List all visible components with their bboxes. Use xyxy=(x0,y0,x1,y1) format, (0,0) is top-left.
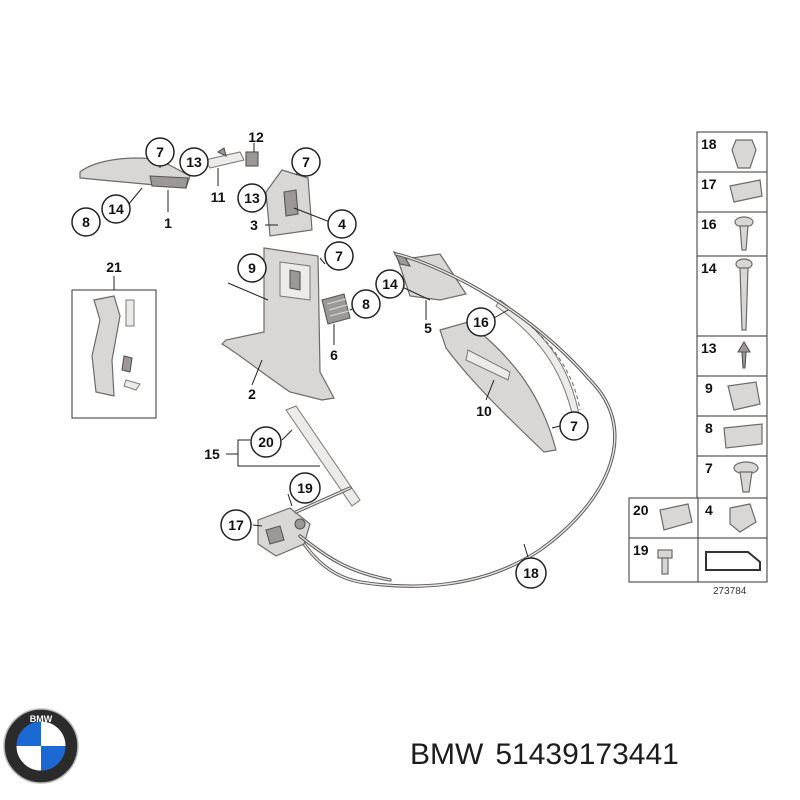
footer-brand-line: BMW 51439173441 xyxy=(410,738,691,772)
bracket-15 xyxy=(226,439,320,467)
callout-11: 11 xyxy=(211,189,226,205)
svg-text:4: 4 xyxy=(338,216,346,232)
fastener-legend: 18 17 16 14 13 9 8 7 20 19 4 273784 xyxy=(628,131,768,597)
svg-text:3: 3 xyxy=(250,217,258,233)
legend-label-8: 8 xyxy=(705,420,713,436)
figure-number: 273784 xyxy=(713,586,747,597)
callout-15: 15 xyxy=(204,446,220,462)
svg-text:7: 7 xyxy=(335,248,343,264)
callout-20: 20 xyxy=(250,426,282,458)
svg-text:7: 7 xyxy=(156,144,164,160)
part-21-detail xyxy=(71,276,157,419)
svg-text:15: 15 xyxy=(204,446,220,462)
part-number: 51439173441 xyxy=(495,738,679,771)
svg-text:18: 18 xyxy=(523,565,539,581)
svg-text:8: 8 xyxy=(362,296,370,312)
callout-7d: 7 xyxy=(559,411,589,441)
svg-text:6: 6 xyxy=(330,347,338,363)
callout-17: 17 xyxy=(220,509,252,541)
legend-label-9: 9 xyxy=(705,380,713,396)
push-rivet-icon xyxy=(731,139,757,169)
legend-label-14: 14 xyxy=(701,260,717,276)
svg-text:8: 8 xyxy=(82,214,90,230)
legend-label-13: 13 xyxy=(701,340,717,356)
brand-name: BMW xyxy=(410,738,484,771)
svg-text:7: 7 xyxy=(570,418,578,434)
svg-text:2: 2 xyxy=(248,386,256,402)
callout-2: 2 xyxy=(248,386,256,402)
svg-text:14: 14 xyxy=(382,276,398,292)
legend-label-7: 7 xyxy=(705,460,713,476)
part-5-cover xyxy=(392,250,467,320)
callout-1: 1 xyxy=(164,215,172,231)
legend-label-19: 19 xyxy=(633,542,649,558)
svg-text:BMW: BMW xyxy=(30,714,53,724)
callout-8a: 8 xyxy=(71,207,101,237)
callout-7a: 7 xyxy=(145,137,175,167)
svg-text:1: 1 xyxy=(164,215,172,231)
callout-4: 4 xyxy=(327,209,357,239)
part-1-trim xyxy=(79,157,191,212)
callout-14a: 14 xyxy=(101,194,131,224)
svg-text:5: 5 xyxy=(424,320,432,336)
retainer-icon xyxy=(729,503,757,533)
svg-text:13: 13 xyxy=(244,190,260,206)
callout-8b: 8 xyxy=(351,289,381,319)
callout-9: 9 xyxy=(237,253,267,283)
callout-18: 18 xyxy=(515,557,547,589)
svg-text:11: 11 xyxy=(211,189,226,205)
callout-21: 21 xyxy=(106,259,122,275)
svg-text:9: 9 xyxy=(248,260,256,276)
cable-18 xyxy=(288,252,617,588)
part-17-mechanism xyxy=(252,486,392,582)
part-3-cover xyxy=(265,169,331,237)
legend-label-4: 4 xyxy=(705,502,713,518)
legend-label-17: 17 xyxy=(701,176,717,192)
clip-nut-icon xyxy=(729,179,763,203)
legend-label-16: 16 xyxy=(701,216,717,232)
legend-label-18: 18 xyxy=(701,136,717,152)
part-6-grille xyxy=(321,293,359,345)
pin-icon xyxy=(737,340,751,369)
bmw-roundel-icon: BMW xyxy=(3,708,79,784)
part-2-pillar-trim xyxy=(221,247,335,401)
callout-3: 3 xyxy=(250,217,258,233)
callout-12: 12 xyxy=(248,129,264,145)
pad-icon xyxy=(723,423,763,449)
svg-text:10: 10 xyxy=(476,403,492,419)
callout-7b: 7 xyxy=(291,147,321,177)
part-12-clip xyxy=(245,143,259,167)
part-20-bracket xyxy=(281,405,361,507)
svg-text:20: 20 xyxy=(258,434,274,450)
svg-text:7: 7 xyxy=(302,154,310,170)
callout-13b: 13 xyxy=(237,183,267,213)
part-10-trim xyxy=(439,321,561,453)
legend-label-20: 20 xyxy=(633,502,649,518)
svg-text:14: 14 xyxy=(108,201,124,217)
callout-13a: 13 xyxy=(179,147,209,177)
svg-text:17: 17 xyxy=(228,517,244,533)
callout-16: 16 xyxy=(466,307,496,337)
callout-6: 6 xyxy=(330,347,338,363)
svg-text:12: 12 xyxy=(248,129,264,145)
svg-text:13: 13 xyxy=(186,154,202,170)
svg-text:19: 19 xyxy=(297,480,313,496)
callout-10: 10 xyxy=(476,403,492,419)
clip-block-icon xyxy=(727,381,761,411)
callout-14b: 14 xyxy=(375,269,405,299)
callout-7c: 7 xyxy=(324,241,354,271)
bolt-icon xyxy=(657,549,673,559)
direction-arrow-icon xyxy=(705,551,761,571)
bracket-clip-icon xyxy=(659,503,693,531)
callout-19: 19 xyxy=(289,472,321,504)
callout-5: 5 xyxy=(424,320,432,336)
svg-text:21: 21 xyxy=(106,259,122,275)
svg-text:16: 16 xyxy=(473,314,489,330)
